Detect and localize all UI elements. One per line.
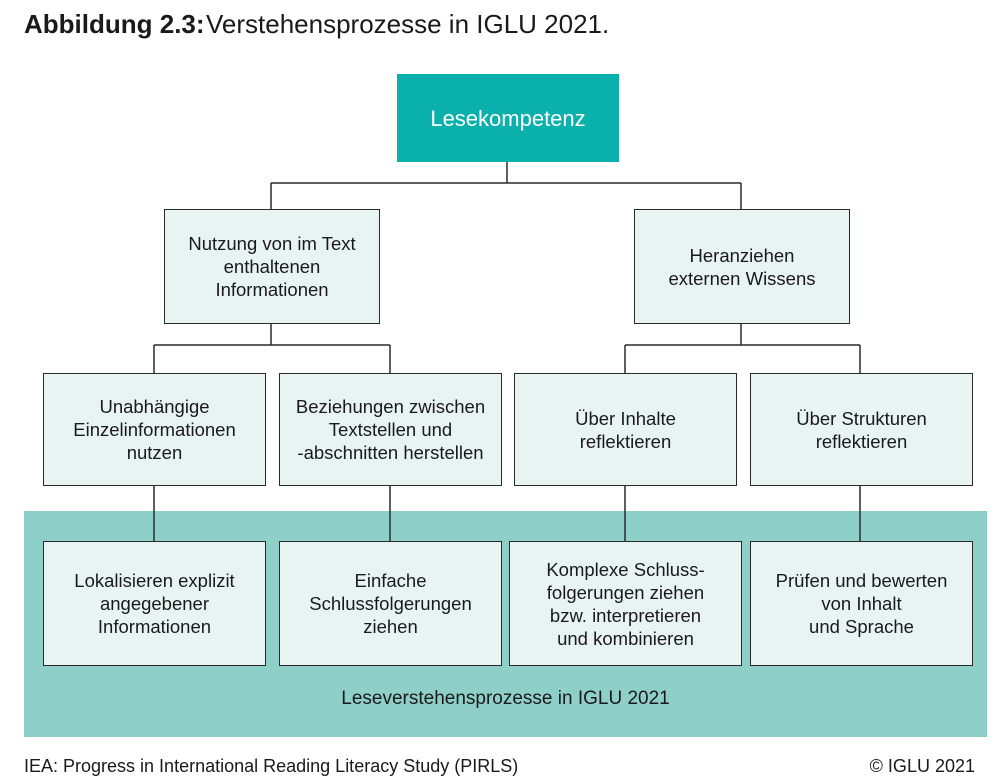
band-label: Leseverstehensprozesse in IGLU 2021	[341, 688, 670, 709]
figure-label: Abbildung 2.3:	[24, 9, 205, 39]
figure-heading: Abbildung 2.3: Verstehensprozesse in IGL…	[24, 9, 609, 40]
figure-title: Verstehensprozesse in IGLU 2021.	[206, 9, 610, 39]
footer-copyright: © IGLU 2021	[869, 756, 975, 776]
root-node: Lesekompetenz	[397, 74, 619, 162]
footer-source: IEA: Progress in International Reading L…	[24, 756, 519, 776]
